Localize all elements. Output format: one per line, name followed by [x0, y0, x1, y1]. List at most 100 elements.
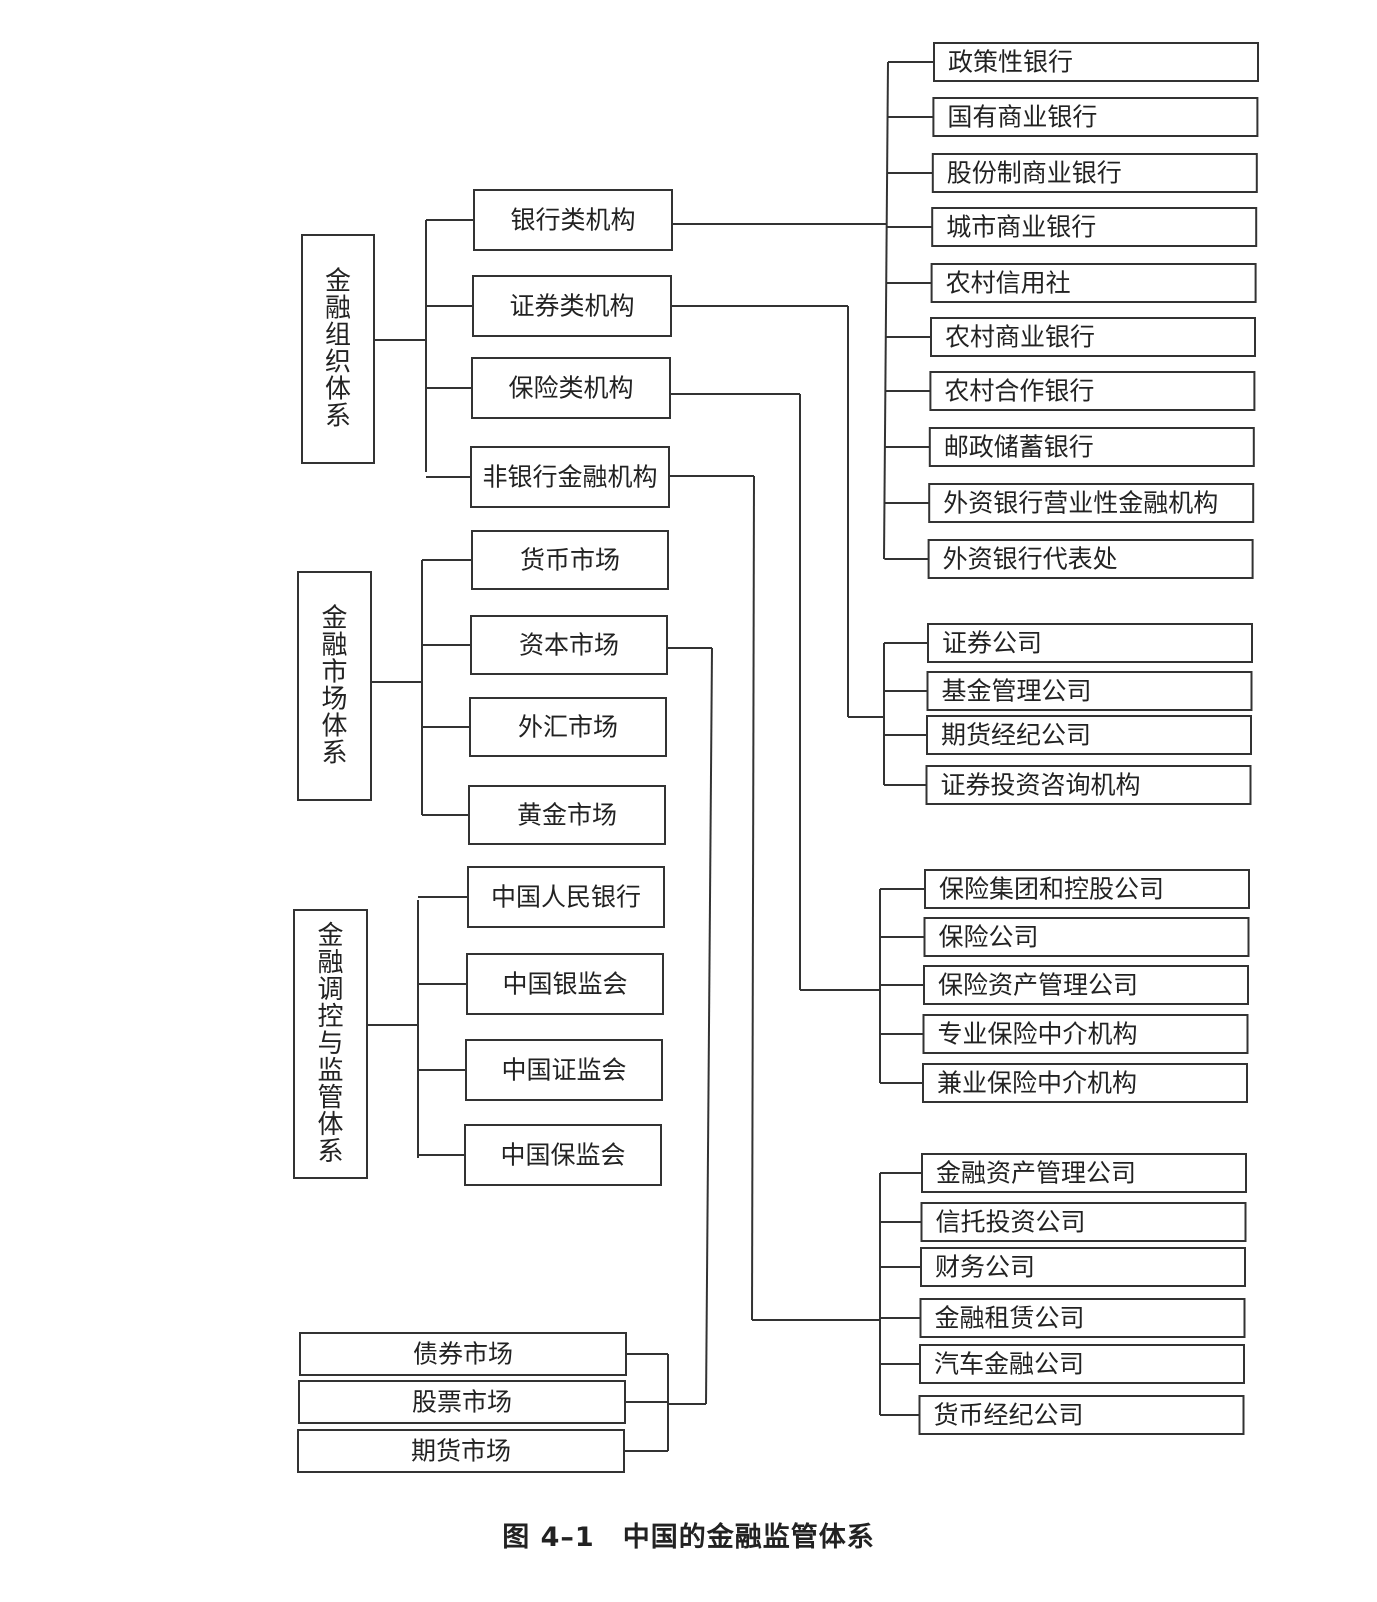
insurance-institution-4-label: 专业保险中介机构	[938, 1020, 1138, 1049]
market-item-3-frame	[469, 697, 667, 757]
bank-institution-3-label: 股份制商业银行	[947, 159, 1122, 188]
insurance-institution-2-label: 保险公司	[939, 923, 1039, 952]
diagram-nodes: 金融组织体系金融市场体系金融调控与监管体系银行类机构证券类机构保险类机构非银行金…	[293, 42, 1259, 1473]
nonbank-institution-6-label: 货币经纪公司	[934, 1401, 1084, 1430]
insurance-institution-5: 兼业保险中介机构	[922, 1063, 1248, 1103]
securities-institution-1-label: 证券公司	[942, 629, 1042, 658]
bank-institution-2-frame	[932, 97, 1259, 137]
bank-institution-6-frame	[930, 317, 1256, 357]
market-system-box-frame	[297, 571, 372, 801]
bank-institution-7: 农村合作银行	[929, 371, 1256, 411]
organization-system-box-char: 金	[325, 267, 351, 297]
regulation-system-box-char: 体	[317, 1110, 343, 1140]
regulation-item-1-label: 中国人民银行	[491, 883, 641, 912]
nonbank-institution-4-frame	[919, 1298, 1246, 1338]
nonbank-institution-2: 信托投资公司	[920, 1202, 1247, 1242]
organization-item-3-frame	[471, 357, 671, 419]
bank-institution-9: 外资银行营业性金融机构	[928, 483, 1255, 523]
market-system-box-char: 场	[321, 685, 347, 715]
nonbank-institution-2-label: 信托投资公司	[936, 1208, 1086, 1237]
insurance-institution-2-frame	[923, 917, 1250, 957]
regulation-system-box-char: 金	[317, 921, 343, 951]
bank-spine	[883, 61, 889, 560]
organization-item-1-label: 银行类机构	[510, 206, 635, 235]
bank-institution-8: 邮政储蓄银行	[928, 427, 1255, 467]
securities-institution-4-frame	[925, 765, 1252, 805]
organization-item-4-label: 非银行金融机构	[482, 463, 657, 492]
market-item-4-frame	[468, 785, 666, 845]
bank-institution-8-label: 邮政储蓄银行	[944, 433, 1094, 462]
bank-institution-3-frame	[931, 153, 1258, 193]
capital-market-item-3: 期货市场	[297, 1429, 625, 1473]
regulation-system-box-char: 管	[317, 1083, 343, 1113]
organization-item-4: 非银行金融机构	[470, 446, 670, 508]
regulation-system-box-char: 融	[317, 948, 343, 978]
regulation-item-4-label: 中国保监会	[500, 1141, 625, 1170]
nonbank-institution-3: 财务公司	[920, 1247, 1246, 1287]
market-item-2: 资本市场	[470, 615, 668, 675]
capital-market-item-1-label: 债券市场	[413, 1340, 513, 1369]
bank-institution-5: 农村信用社	[930, 263, 1257, 303]
securities-institution-3: 期货经纪公司	[926, 715, 1252, 755]
market-item-2-label: 资本市场	[519, 631, 619, 660]
organization-item-2-frame	[472, 275, 672, 337]
bank-institution-5-label: 农村信用社	[946, 269, 1071, 298]
market-system-box-char: 系	[321, 739, 347, 769]
market-item-3: 外汇市场	[469, 697, 667, 757]
nonbank-institution-3-frame	[920, 1247, 1246, 1287]
organization-item-1: 银行类机构	[473, 189, 673, 251]
organization-item-1-frame	[473, 189, 673, 251]
market-item-1-frame	[471, 530, 669, 590]
organization-item-3: 保险类机构	[471, 357, 671, 419]
connector-lines	[367, 61, 934, 1452]
securities-institution-3-frame	[926, 715, 1252, 755]
nonbank-institution-5: 汽车金融公司	[919, 1344, 1245, 1384]
bank-institution-1-label: 政策性银行	[948, 48, 1073, 77]
capital-market-item-1: 债券市场	[299, 1332, 627, 1376]
regulation-item-1-frame	[467, 866, 665, 928]
nonbank-institution-4: 金融租赁公司	[919, 1298, 1246, 1338]
regulation-item-2-frame	[466, 953, 664, 1015]
bank-institution-4-label: 城市商业银行	[946, 213, 1096, 242]
insurance-institution-3-frame	[923, 965, 1249, 1005]
organization-item-2-label: 证券类机构	[509, 292, 634, 321]
regulation-system-box-char: 与	[317, 1029, 343, 1059]
bank-institution-7-label: 农村合作银行	[944, 377, 1094, 406]
organization-item-3-label: 保险类机构	[508, 374, 633, 403]
capital-market-item-2-label: 股票市场	[412, 1388, 512, 1417]
insurance-institution-1-label: 保险集团和控股公司	[939, 875, 1164, 904]
regulation-item-3-frame	[465, 1039, 663, 1101]
organization-system-box-char: 体	[325, 375, 351, 405]
nonbank-institution-1-frame	[921, 1153, 1247, 1193]
market-system-box-char: 金	[321, 604, 347, 634]
insurance-institution-3-label: 保险资产管理公司	[938, 971, 1138, 1000]
regulation-item-3: 中国证监会	[465, 1039, 663, 1101]
nonbank-institution-1: 金融资产管理公司	[921, 1153, 1247, 1193]
regulation-system-box-char: 控	[317, 1002, 343, 1032]
bank-institution-4: 城市商业银行	[931, 207, 1258, 247]
market-system-box-char: 融	[321, 631, 347, 661]
capital-market-item-2: 股票市场	[298, 1380, 626, 1424]
regulation-system-box-frame	[293, 909, 368, 1179]
organization-system-box-char: 融	[325, 294, 351, 324]
bank-institution-5-frame	[930, 263, 1257, 303]
bank-institution-1: 政策性银行	[933, 42, 1259, 82]
organization-item-2: 证券类机构	[472, 275, 672, 337]
market-system-box-char: 市	[321, 658, 347, 688]
organization-system-box-char: 系	[325, 402, 351, 432]
nonbank-institution-5-frame	[919, 1344, 1245, 1384]
bank-institution-6: 农村商业银行	[930, 317, 1256, 357]
bank-institution-4-frame	[931, 207, 1258, 247]
regulation-item-1: 中国人民银行	[467, 866, 665, 928]
securities-institution-4: 证券投资咨询机构	[925, 765, 1252, 805]
organization-system-box-frame	[301, 234, 375, 464]
bank-institution-9-frame	[928, 483, 1255, 523]
market-item-3-label: 外汇市场	[518, 713, 618, 742]
regulation-item-2-label: 中国银监会	[502, 970, 627, 999]
market-system-box-char: 体	[321, 712, 347, 742]
insurance-institution-5-frame	[922, 1063, 1248, 1103]
bank-institution-2-label: 国有商业银行	[947, 103, 1097, 132]
regulation-system-box-char: 监	[317, 1056, 343, 1086]
